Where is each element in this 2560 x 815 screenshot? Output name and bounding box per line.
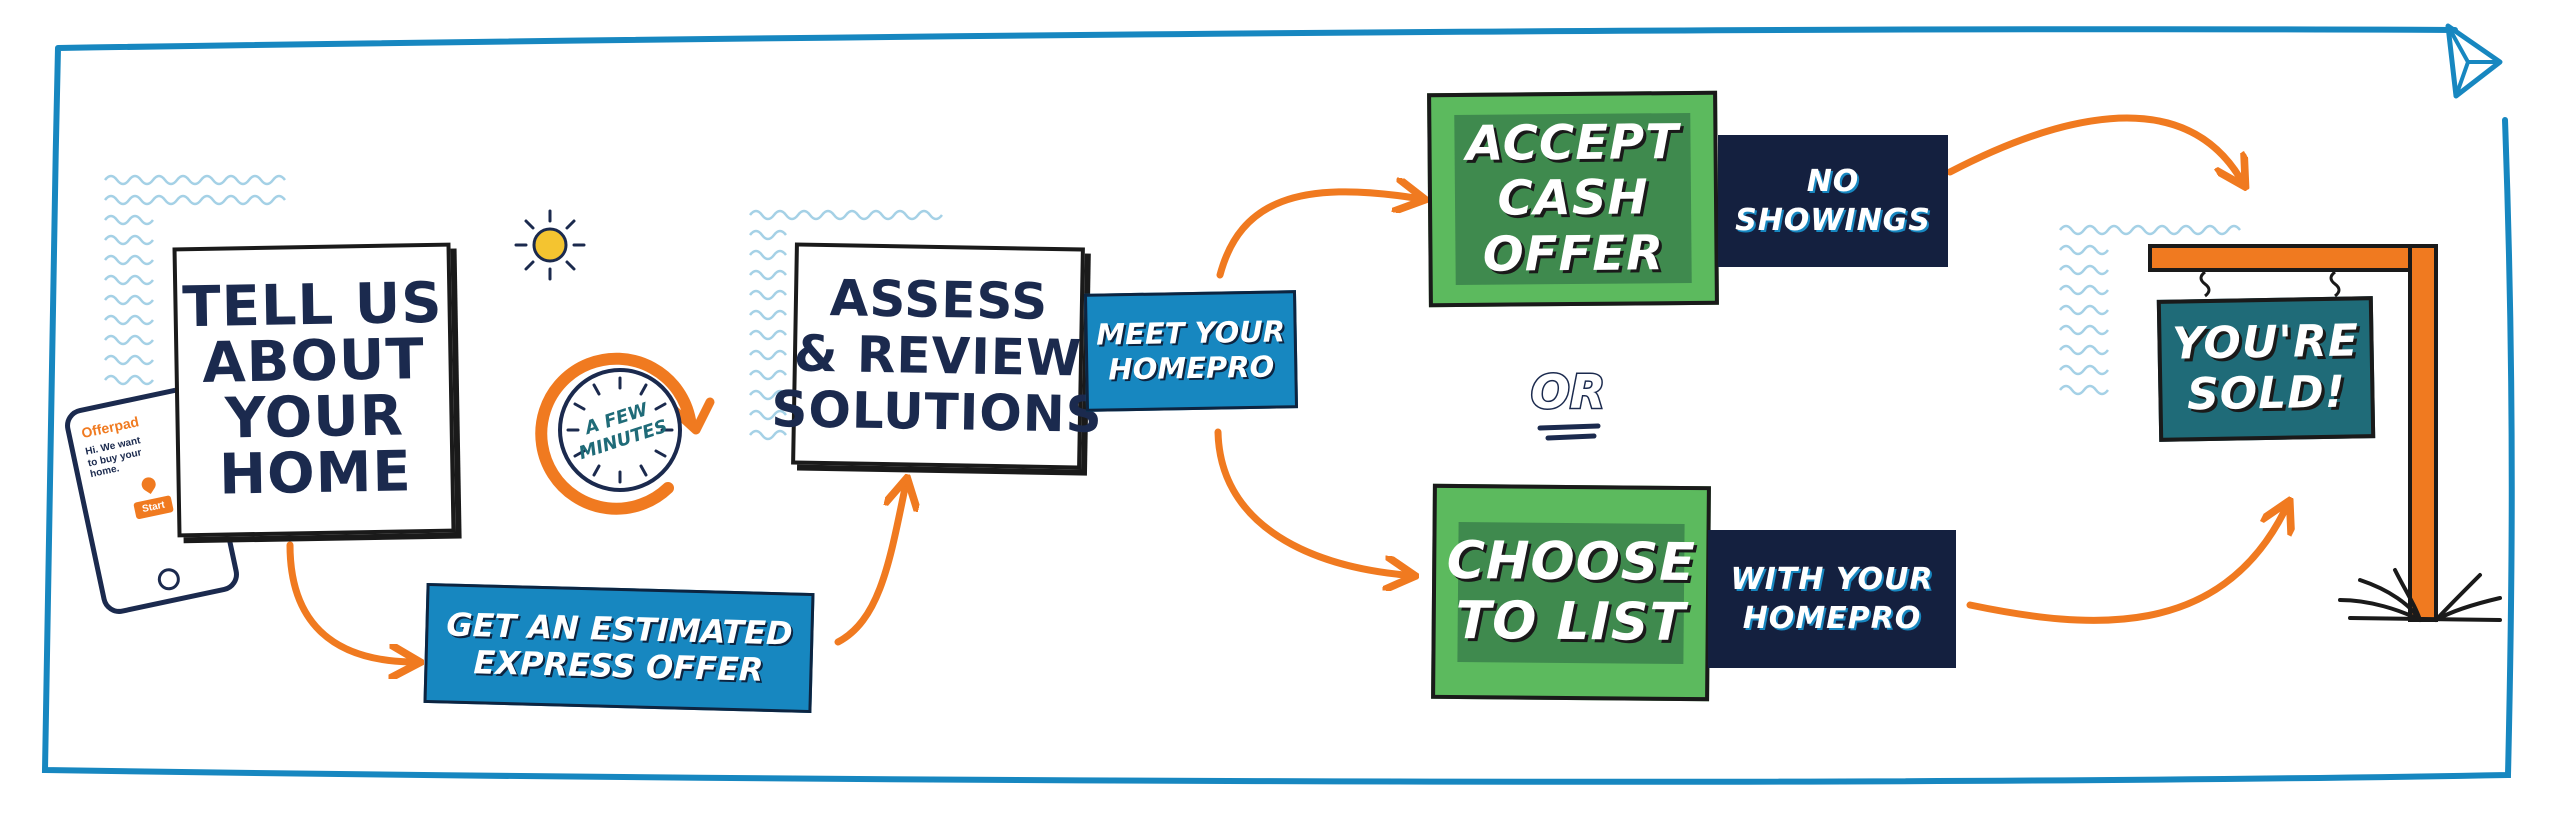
assess-card: ASSESS & REVIEW SOLUTIONS — [771, 242, 1103, 470]
choose-to-list-inner: CHOOSE TO LIST — [1446, 521, 1696, 664]
estimate-text: GET AN ESTIMATED EXPRESS OFFER — [445, 606, 793, 690]
arrow-estimate-to-assess — [834, 488, 905, 646]
assess-line: ASSESS — [829, 269, 1049, 331]
tell-us-line: HOME — [218, 439, 413, 508]
sold-sign-icon — [2148, 244, 2438, 622]
arrow-tell-to-estimate — [286, 541, 410, 662]
arrow-meet-to-accept — [1216, 192, 1415, 279]
assess-text: ASSESS & REVIEW SOLUTIONS — [770, 269, 1105, 444]
choose-to-list-card: CHOOSE TO LIST — [1431, 483, 1711, 702]
with-homepro-line: WITH YOUR — [1730, 562, 1934, 597]
phone-home-button — [155, 566, 182, 593]
paper-plane-icon — [2445, 23, 2503, 99]
sold-line: SOLD! — [2186, 366, 2347, 421]
choose-to-list-line: CHOOSE — [1446, 530, 1697, 593]
phone-start-button: Start — [132, 494, 175, 520]
sun-icon — [514, 209, 586, 281]
or-label-group: OR — [1529, 364, 1607, 441]
accept-cash-line: OFFER — [1482, 224, 1665, 283]
choose-to-list-text: CHOOSE TO LIST — [1446, 530, 1697, 654]
arrow-meet-to-choose — [1214, 428, 1405, 575]
sold-sign-board: YOU'RE SOLD! — [2156, 296, 2376, 442]
estimate-tag: GET AN ESTIMATED EXPRESS OFFER — [423, 582, 815, 714]
accept-cash-card: ACCEPT CASH OFFER — [1427, 90, 1719, 308]
grass-icon — [2338, 568, 2502, 622]
or-label: OR — [1531, 365, 1606, 419]
with-homepro-text: WITH YOUR HOMEPRO — [1731, 560, 1934, 638]
accept-cash-inner: ACCEPT CASH OFFER — [1454, 112, 1692, 286]
phone-message: Hi. We want to buy your home. — [84, 435, 146, 480]
with-homepro-tag: WITH YOUR HOMEPRO — [1708, 530, 1956, 668]
meet-homepro-text: MEET YOUR HOMEPRO — [1096, 315, 1286, 388]
tell-us-card: TELL US ABOUT YOUR HOME — [172, 242, 456, 538]
assess-line: & REVIEW — [793, 324, 1083, 388]
sold-text: YOU'RE SOLD! — [2171, 315, 2361, 421]
tell-us-line: YOUR — [224, 383, 405, 452]
no-showings-line: SHOWINGS — [1735, 203, 1931, 238]
choose-to-list-line: TO LIST — [1455, 590, 1687, 653]
squiggle-bg-right — [2059, 224, 2241, 396]
with-homepro-line: HOMEPRO — [1742, 601, 1922, 636]
frame-border — [41, 26, 2515, 785]
meet-homepro-line: MEET YOUR — [1095, 314, 1286, 352]
accept-cash-line: CASH — [1497, 169, 1649, 228]
sold-line: YOU'RE — [2171, 315, 2360, 371]
arrow-with-homepro-to-sold — [1966, 510, 2285, 624]
phone-pin-icon — [138, 474, 159, 494]
squiggle-bg-middle — [749, 209, 943, 441]
meet-homepro-tag: MEET YOUR HOMEPRO — [1083, 290, 1299, 412]
no-showings-text: NO SHOWINGS — [1735, 162, 1931, 240]
estimate-line: EXPRESS OFFER — [473, 643, 764, 689]
arrow-no-showings-to-sold — [1946, 114, 2240, 178]
assess-line: SOLUTIONS — [770, 380, 1104, 444]
tell-us-text: TELL US ABOUT YOUR HOME — [182, 271, 446, 508]
meet-homepro-line: HOMEPRO — [1108, 349, 1275, 387]
no-showings-line: NO — [1806, 164, 1860, 199]
squiggle-bg-left — [104, 174, 286, 386]
accept-cash-text: ACCEPT CASH OFFER — [1465, 114, 1680, 283]
accept-cash-line: ACCEPT — [1465, 114, 1680, 173]
no-showings-tag: NO SHOWINGS — [1718, 135, 1948, 267]
clock-icon: A FEW MINUTES — [535, 352, 715, 515]
